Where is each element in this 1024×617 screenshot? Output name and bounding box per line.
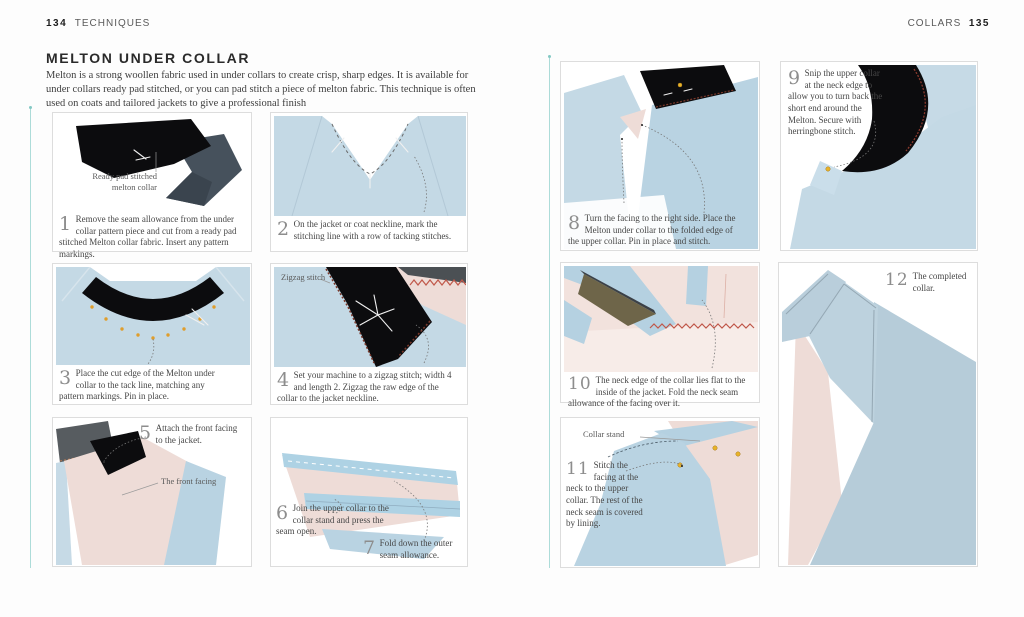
step-10-photo (564, 266, 758, 372)
step-12-photo (782, 270, 976, 565)
step-6-7-photo (282, 453, 461, 559)
intro-paragraph: Melton is a strong woollen fabric used i… (46, 70, 476, 109)
step-number: 2 (277, 218, 290, 240)
step-text: The neck edge of the collar lies flat to… (568, 375, 746, 409)
page-number-left: 134 (46, 18, 68, 29)
photo-label-collar-stand: Collar stand (583, 429, 625, 439)
step-number: 1 (59, 213, 72, 235)
step-text: Snip the upper collar at the neck edge t… (788, 68, 883, 137)
photo-label-zigzag: Zigzag stitch (281, 272, 326, 282)
step-number: 6 (276, 502, 289, 524)
step-text: Fold down the outer seam allowance. (379, 538, 453, 560)
photo-label-front-facing: The front facing (161, 476, 217, 486)
step-9-photo (790, 65, 976, 249)
folio-right: COLLARS 135 (908, 18, 990, 29)
step-text: Place the cut edge of the Melton under c… (59, 368, 215, 402)
step-5-photo (56, 421, 226, 565)
step-number: 5 (139, 422, 152, 444)
step-text: Attach the front facing to the jacket. (155, 423, 238, 445)
step-8-photo (564, 65, 758, 249)
step-number: 8 (568, 212, 581, 234)
margin-rule-left (29, 106, 32, 568)
step-number: 11 (566, 459, 590, 479)
step-text: Join the upper collar to the collar stan… (276, 503, 389, 537)
step-text: On the jacket or coat neckline, mark the… (293, 219, 452, 241)
step-text: Turn the facing to the right side. Place… (568, 213, 736, 247)
step-number: 3 (59, 367, 72, 389)
photo-label-ready-pad: Ready pad stitched melton collar (92, 171, 157, 192)
step-3-photo (56, 267, 250, 365)
folio-left: 134 TECHNIQUES (46, 18, 150, 29)
step-text: Stitch the facing at the neck to the upp… (566, 460, 643, 529)
margin-rule-right (548, 55, 551, 568)
step-text: Set your machine to a zigzag stitch; wid… (277, 370, 452, 404)
step-number: 7 (363, 537, 376, 559)
step-number: 4 (277, 369, 290, 391)
step-4-photo (274, 267, 466, 367)
step-11-photo (574, 421, 758, 566)
step-1-photo (76, 119, 242, 206)
step-2-photo (274, 116, 466, 216)
step-text: Remove the seam allowance from the under… (59, 214, 237, 260)
section-left: TECHNIQUES (74, 18, 151, 29)
page-number-right: 135 (968, 18, 990, 29)
step-number: 12 (885, 270, 909, 290)
page-title: MELTON UNDER COLLAR (46, 50, 251, 66)
step-text: The completed collar. (912, 271, 967, 293)
section-right: COLLARS (907, 18, 962, 29)
step-number: 10 (568, 374, 592, 394)
step-number: 9 (788, 67, 801, 89)
